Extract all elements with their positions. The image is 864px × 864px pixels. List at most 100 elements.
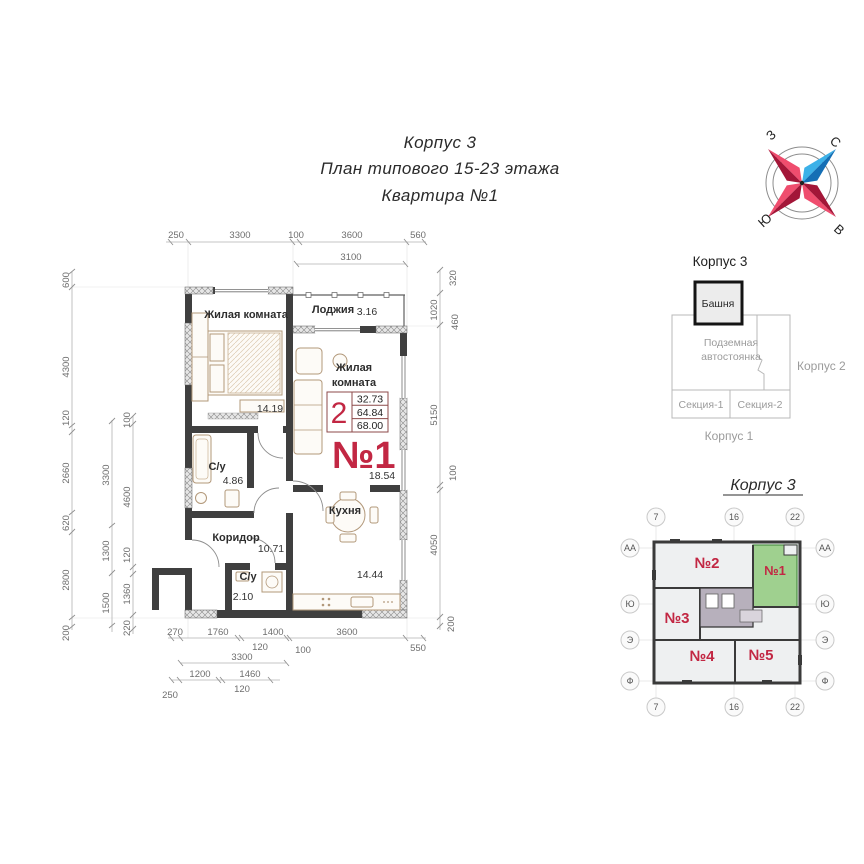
parking-label-2: автостоянка bbox=[701, 351, 761, 363]
facade-stubs bbox=[652, 539, 802, 684]
sofa bbox=[293, 379, 323, 455]
dim-label: 3100 bbox=[340, 252, 361, 263]
toilet bbox=[224, 489, 240, 508]
dim-label: 2660 bbox=[61, 462, 72, 483]
furniture bbox=[191, 312, 401, 611]
dim-label: 4600 bbox=[122, 486, 133, 507]
dim-label: 1300 bbox=[101, 540, 112, 561]
kitchen-area: 14.44 bbox=[357, 569, 383, 581]
apartment-2-label[interactable]: №2 bbox=[694, 555, 719, 572]
bathtub bbox=[192, 434, 212, 484]
dim-label: 2800 bbox=[61, 569, 72, 590]
elevator-icon bbox=[721, 593, 735, 609]
corridor-area: 10.71 bbox=[258, 543, 284, 555]
dim-label: 1360 bbox=[122, 583, 133, 604]
title-floors: План типового 15-23 этажа bbox=[320, 159, 560, 179]
dim-label: 250 bbox=[162, 690, 178, 701]
dim-label: 120 bbox=[61, 410, 72, 426]
apartment-4-label[interactable]: №4 bbox=[689, 648, 715, 665]
apartment-3-label[interactable]: №3 bbox=[664, 610, 689, 627]
dim-label: 3600 bbox=[341, 230, 362, 241]
section2-label: Секция-2 bbox=[738, 399, 783, 411]
tower-label: Башня bbox=[702, 298, 735, 310]
dim-label: 200 bbox=[61, 625, 72, 641]
korpus1-label: Корпус 1 bbox=[705, 429, 754, 443]
dim-label: 4050 bbox=[429, 534, 440, 555]
axis-col-label: 22 bbox=[790, 512, 800, 522]
dim-label: 1460 bbox=[239, 669, 260, 680]
side-table bbox=[332, 353, 348, 369]
site-title: Корпус 3 bbox=[693, 254, 748, 269]
site-divider bbox=[756, 315, 765, 390]
dim-label: 120 bbox=[252, 642, 268, 653]
main-floor-plan: Жилая комната 14.19 Лоджия 3.16 Жилая ко… bbox=[61, 230, 461, 701]
apartment-card: 2 32.73 64.84 68.00 №1 bbox=[326, 391, 396, 477]
axis-row-label: АА bbox=[819, 543, 831, 553]
axis-col-label: 16 bbox=[729, 512, 739, 522]
windows bbox=[215, 287, 407, 580]
loggia-area: 3.16 bbox=[357, 306, 378, 318]
dimension-labels: 250 3300 100 3600 560 3100 600 4300 120 … bbox=[61, 230, 461, 701]
room-labels: Жилая комната 14.19 Лоджия 3.16 Жилая ко… bbox=[203, 304, 395, 603]
bathroom-label: С/у bbox=[208, 461, 226, 473]
dim-label: 1500 bbox=[101, 592, 112, 613]
dim-label: 320 bbox=[448, 270, 459, 286]
card-value-total: 68.00 bbox=[357, 420, 383, 432]
stairs-icon bbox=[739, 609, 763, 623]
sink bbox=[350, 596, 374, 608]
axis-col-label: 7 bbox=[653, 702, 658, 712]
site-diagram: Корпус 3 Подземная автостоянка Секция-1 … bbox=[671, 254, 846, 443]
dim-label: 100 bbox=[288, 230, 304, 241]
loggia-label: Лоджия bbox=[312, 304, 354, 316]
axis-row-label: Э bbox=[627, 635, 634, 645]
doors bbox=[185, 432, 324, 568]
dim-label: 200 bbox=[446, 616, 457, 632]
dim-label: 270 bbox=[167, 627, 183, 638]
axis-row-label: АА bbox=[624, 543, 636, 553]
dim-label: 460 bbox=[450, 314, 461, 330]
dim-label: 1200 bbox=[189, 669, 210, 680]
axis-col-label: 16 bbox=[729, 702, 739, 712]
dim-label: 100 bbox=[122, 412, 133, 428]
title-apartment: Квартира №1 bbox=[381, 185, 499, 205]
kitchen-label: Кухня bbox=[329, 505, 361, 517]
dim-label: 620 bbox=[61, 515, 72, 531]
dim-label: 120 bbox=[234, 684, 250, 695]
dim-label: 1400 bbox=[262, 627, 283, 638]
dim-label: 4300 bbox=[61, 356, 72, 377]
living-area: 18.54 bbox=[369, 470, 395, 482]
compass-star-icon bbox=[768, 149, 836, 217]
dimension-lines bbox=[68, 238, 444, 684]
axis-row-label: Ю bbox=[625, 599, 634, 609]
rooms-count: 2 bbox=[331, 397, 348, 430]
title-korpus: Корпус 3 bbox=[403, 133, 477, 152]
apartment-5-label[interactable]: №5 bbox=[748, 647, 773, 664]
axis-col-label: 22 bbox=[790, 702, 800, 712]
corridor-label: Коридор bbox=[212, 532, 260, 544]
dim-label: 1020 bbox=[429, 299, 440, 320]
page-title: Корпус 3 План типового 15-23 этажа Кварт… bbox=[230, 130, 650, 209]
section1-label: Секция-1 bbox=[679, 399, 724, 411]
bedroom-label: Жилая комната bbox=[203, 309, 289, 321]
compass-west-label: З bbox=[763, 128, 779, 143]
compass-east-label: В bbox=[831, 221, 847, 238]
bathroom-area: 4.86 bbox=[223, 475, 244, 487]
bedroom-area: 14.19 bbox=[257, 403, 283, 415]
wc-area: 2.10 bbox=[233, 591, 254, 603]
dim-label: 600 bbox=[61, 272, 72, 288]
washer bbox=[261, 571, 283, 593]
compass-rose-icon: З С Ю В bbox=[755, 128, 848, 238]
wall-hatch-piers bbox=[184, 286, 408, 619]
dim-label: 3300 bbox=[229, 230, 250, 241]
axis-bubbles: 7 16 22 7 16 22 АА Ю Э Ф АА Ю Э Ф bbox=[620, 507, 835, 717]
dim-label: 5150 bbox=[429, 404, 440, 425]
washbasin bbox=[195, 492, 207, 504]
extension-lines bbox=[72, 242, 440, 638]
korpus2-label: Корпус 2 bbox=[797, 359, 846, 373]
loggia-glazing bbox=[293, 292, 405, 326]
armchair bbox=[295, 347, 323, 375]
apartment-1-label[interactable]: №1 bbox=[764, 563, 786, 578]
dim-label: 3300 bbox=[231, 652, 252, 663]
dim-label: 550 bbox=[410, 643, 426, 654]
